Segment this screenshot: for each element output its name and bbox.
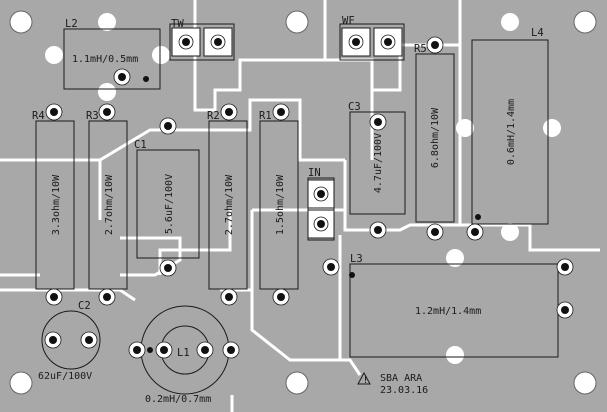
mounting-hole-bc [285,371,309,395]
mounting-hole-tr [573,10,597,34]
pad-hole [374,226,382,234]
R1-value: 1.5ohm/10W [275,174,286,235]
component-pads [44,34,574,359]
pad-hole [133,346,141,354]
terminal-hole [214,38,222,46]
mounting-hole-tl [9,10,33,34]
mounting-hole-bl [9,371,33,395]
terminal-hole [317,220,325,228]
pad-hole [160,346,168,354]
pad-hole [561,263,569,271]
C3-outline [349,111,406,215]
pad-hole [327,263,335,271]
L2-value: 1.1mH/0.5mm [72,54,138,65]
R1-ref: R1 [259,110,272,122]
silkscreen: L2 1.1mH/0.5mm TW WF R5 L4 R4 R3 C1 R2 R… [32,15,544,405]
C2-ref: C2 [78,300,91,312]
WF-outline [339,23,405,61]
TW-ref: TW [171,18,184,30]
C3-ref: C3 [348,101,361,113]
mounting-hole-tc [285,10,309,34]
pad-hole [431,228,439,236]
pad-hole [431,41,439,49]
terminal-hole [317,190,325,198]
TW-outline [169,23,235,61]
pad-hole [561,306,569,314]
warning-icon [357,371,371,385]
pad-hole [277,293,285,301]
pad-hole [225,293,233,301]
pad-hole [374,118,382,126]
R4-ref: R4 [32,110,45,122]
C1-value: 5.6uF/100V [164,174,175,234]
terminal-hole [384,38,392,46]
pad-hole [201,346,209,354]
R3-value: 2.7ohm/10W [104,174,115,235]
pad-hole [50,293,58,301]
R3-ref: R3 [86,110,99,122]
mounting-holes [9,10,597,395]
mounting-hole-br [573,371,597,395]
L3-ref: L3 [350,253,363,265]
L1-ref: L1 [177,347,190,359]
pad-hole [50,108,58,116]
C1-ref: C1 [134,139,147,151]
pad-hole [164,264,172,272]
L4-ref: L4 [531,27,544,39]
pad-hole [103,108,111,116]
R5-value: 6.8ohm/10W [430,107,441,168]
pad-hole [225,108,233,116]
R5-ref: R5 [414,43,427,55]
pad-hole [85,336,93,344]
L1-value: 0.2mH/0.7mm [145,394,211,405]
pad-hole [227,346,235,354]
C3-value: 4.7uF/100V [373,133,384,193]
warning-icon-mark: ! [363,375,369,386]
footer-maker: SBA ARA [380,373,422,384]
pad-hole [164,122,172,130]
R4-value: 3.3ohm/10W [51,174,62,235]
footer-date: 23.03.16 [380,385,428,396]
pad-hole [118,73,126,81]
L4-value: 0.6mH/1.4mm [506,99,517,165]
relief-circles [45,13,561,364]
polarity-dots [143,76,481,353]
IN-ref: IN [308,167,321,179]
pad-hole [277,108,285,116]
IN-outline [307,177,335,241]
L4-outline [471,39,549,225]
pad-hole [103,293,111,301]
WF-ref: WF [342,15,355,27]
R2-value: 2.7ohm/10W [224,174,235,235]
pad-hole [49,336,57,344]
C2-outline [41,310,101,370]
L3-value: 1.2mH/1.4mm [415,306,481,317]
R5-outline [415,53,455,223]
R2-ref: R2 [207,110,220,122]
C2-value: 62uF/100V [38,371,92,382]
C1-outline [136,149,200,259]
terminal-hole [352,38,360,46]
L2-outline [63,28,161,90]
L2-ref: L2 [65,18,78,30]
pad-hole [471,228,479,236]
terminal-hole [182,38,190,46]
